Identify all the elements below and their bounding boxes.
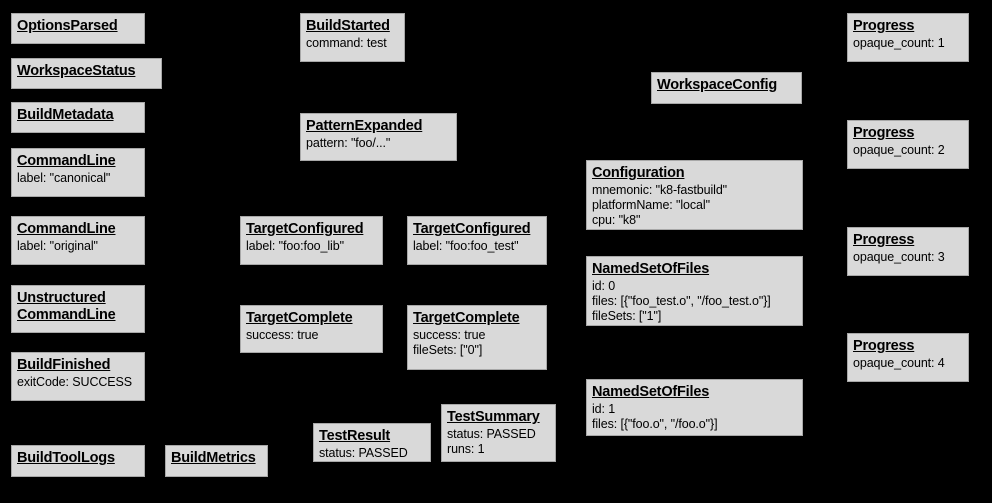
- event-node-title: NamedSetOfFiles: [592, 261, 710, 277]
- event-node-title: OptionsParsed: [17, 18, 118, 34]
- event-node-fields: opaque_count: 2: [853, 143, 963, 158]
- event-node-options-parsed[interactable]: OptionsParsed: [11, 13, 145, 44]
- event-node-command-line-canonical[interactable]: CommandLine label: "canonical": [11, 148, 145, 197]
- event-node-title: PatternExpanded: [306, 118, 423, 134]
- event-node-title: TestSummary: [447, 409, 540, 425]
- event-node-field: pattern: "foo/...": [306, 136, 391, 150]
- event-node-field: platformName: "local": [592, 198, 710, 212]
- event-node-field: command: test: [306, 36, 387, 50]
- event-node-target-configured-foo-lib[interactable]: TargetConfigured label: "foo:foo_lib": [240, 216, 383, 265]
- event-node-title: CommandLine: [17, 221, 116, 237]
- event-node-title: WorkspaceConfig: [657, 77, 778, 93]
- event-node-fields: label: "canonical": [17, 171, 139, 186]
- event-node-workspace-status[interactable]: WorkspaceStatus: [11, 58, 162, 89]
- event-node-field: opaque_count: 3: [853, 250, 945, 264]
- event-node-fields: label: "foo:foo_lib": [246, 239, 377, 254]
- event-node-build-started[interactable]: BuildStarted command: test: [300, 13, 405, 62]
- event-node-fields: mnemonic: "k8-fastbuild"platformName: "l…: [592, 183, 797, 228]
- event-node-test-result[interactable]: TestResult status: PASSED: [313, 423, 431, 462]
- event-node-field: opaque_count: 4: [853, 356, 945, 370]
- event-node-field: label: "foo:foo_test": [413, 239, 519, 253]
- event-node-field: exitCode: SUCCESS: [17, 375, 133, 389]
- event-node-title: BuildFinished: [17, 357, 111, 373]
- event-node-field: label: "canonical": [17, 171, 111, 185]
- event-node-pattern-expanded[interactable]: PatternExpanded pattern: "foo/...": [300, 113, 457, 161]
- event-node-title: Progress: [853, 232, 915, 248]
- event-node-configuration[interactable]: Configuration mnemonic: "k8-fastbuild"pla…: [586, 160, 803, 230]
- event-node-title: Progress: [853, 18, 915, 34]
- event-node-field: opaque_count: 2: [853, 143, 945, 157]
- event-node-build-finished[interactable]: BuildFinished exitCode: SUCCESS: [11, 352, 145, 401]
- event-node-fields: label: "original": [17, 239, 139, 254]
- event-node-field: opaque_count: 1: [853, 36, 945, 50]
- event-node-progress-2[interactable]: Progress opaque_count: 2: [847, 120, 969, 169]
- event-node-field: status: PASSED: [447, 427, 536, 441]
- event-node-title: CommandLine: [17, 153, 116, 169]
- event-node-build-tool-logs[interactable]: BuildToolLogs: [11, 445, 145, 477]
- event-node-field: fileSets: ["1"]: [592, 309, 662, 323]
- event-node-fields: opaque_count: 1: [853, 36, 963, 51]
- event-node-field: cpu: "k8": [592, 213, 641, 227]
- event-node-workspace-config[interactable]: WorkspaceConfig: [651, 72, 802, 104]
- event-node-fields: success: true: [246, 328, 377, 343]
- event-node-field: success: true: [413, 328, 486, 342]
- event-node-title: WorkspaceStatus: [17, 63, 136, 79]
- event-node-title: BuildMetadata: [17, 107, 114, 123]
- event-node-unstructured-command-line[interactable]: Unstructured CommandLine: [11, 285, 145, 333]
- event-node-field: fileSets: ["0"]: [413, 343, 483, 357]
- event-node-title: BuildToolLogs: [17, 450, 115, 466]
- event-node-build-metrics[interactable]: BuildMetrics: [165, 445, 268, 477]
- event-node-title: BuildStarted: [306, 18, 390, 34]
- event-node-title: TestResult: [319, 428, 391, 444]
- event-node-field: label: "foo:foo_lib": [246, 239, 344, 253]
- event-node-field: runs: 1: [447, 442, 485, 456]
- event-node-command-line-original[interactable]: CommandLine label: "original": [11, 216, 145, 265]
- event-node-fields: pattern: "foo/...": [306, 136, 451, 151]
- event-node-field: id: 1: [592, 402, 616, 416]
- event-node-field: status: PASSED: [319, 446, 408, 460]
- event-node-field: id: 0: [592, 279, 616, 293]
- event-node-field: files: [{"foo.o", "/foo.o"}]: [592, 417, 718, 431]
- event-node-field: files: [{"foo_test.o", "/foo_test.o"}]: [592, 294, 771, 308]
- event-node-title: NamedSetOfFiles: [592, 384, 710, 400]
- event-node-fields: command: test: [306, 36, 399, 51]
- event-node-field: mnemonic: "k8-fastbuild": [592, 183, 728, 197]
- event-node-progress-1[interactable]: Progress opaque_count: 1: [847, 13, 969, 62]
- event-node-progress-3[interactable]: Progress opaque_count: 3: [847, 227, 969, 276]
- event-node-progress-4[interactable]: Progress opaque_count: 4: [847, 333, 969, 382]
- event-node-target-configured-foo-test[interactable]: TargetConfigured label: "foo:foo_test": [407, 216, 547, 265]
- event-node-build-metadata[interactable]: BuildMetadata: [11, 102, 145, 133]
- event-node-field: success: true: [246, 328, 319, 342]
- event-node-title: Progress: [853, 125, 915, 141]
- event-node-title: TargetConfigured: [246, 221, 364, 237]
- event-node-fields: exitCode: SUCCESS: [17, 375, 139, 390]
- event-node-fields: label: "foo:foo_test": [413, 239, 541, 254]
- event-node-title: BuildMetrics: [171, 450, 256, 466]
- event-node-title: TargetComplete: [413, 310, 520, 326]
- event-node-title: TargetConfigured: [413, 221, 531, 237]
- event-node-title: Progress: [853, 338, 915, 354]
- event-node-fields: opaque_count: 4: [853, 356, 963, 371]
- event-node-title: Configuration: [592, 165, 685, 181]
- event-node-fields: opaque_count: 3: [853, 250, 963, 265]
- event-node-title: TargetComplete: [246, 310, 353, 326]
- event-node-field: label: "original": [17, 239, 98, 253]
- event-node-target-complete-lib[interactable]: TargetComplete success: true: [240, 305, 383, 353]
- event-node-title: Unstructured CommandLine: [17, 290, 116, 323]
- event-node-fields: status: PASSED: [319, 446, 425, 461]
